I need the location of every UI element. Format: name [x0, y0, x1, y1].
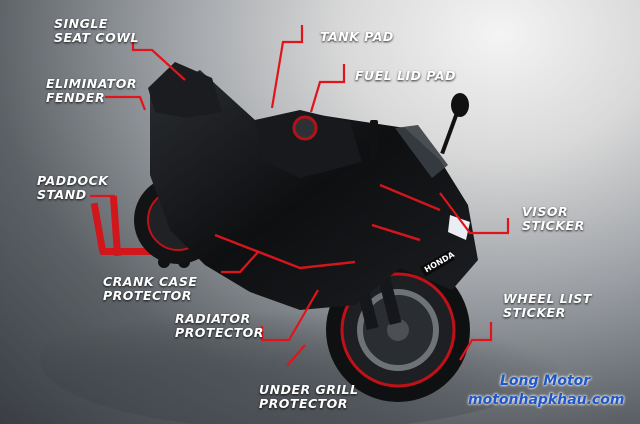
leader-eliminator-fender: [105, 95, 147, 111]
label-paddock-stand: PADDOCK STAND: [37, 173, 109, 202]
label-wheel-list-sticker: WHEEL LIST STICKER: [503, 291, 592, 320]
seat-cowl: [148, 62, 222, 118]
paddock-stand-shape: [90, 195, 190, 268]
leader-crank-case: [221, 251, 259, 274]
leader-wheel-list: [459, 322, 493, 361]
label-eliminator-fender: ELIMINATOR FENDER: [46, 76, 137, 105]
leader-radiator: [260, 289, 319, 342]
label-fuel-lid-pad: FUEL LID PAD: [355, 68, 456, 83]
headlight: [448, 215, 470, 240]
label-under-grill-protector: UNDER GRILL PROTECTOR: [259, 382, 359, 411]
leader-fuel-lid-pad: [309, 64, 346, 113]
watermark-brand: Long Motor: [500, 373, 591, 389]
fairing-body: [150, 70, 478, 310]
fuel-lid: [292, 115, 318, 141]
windscreen: [395, 125, 448, 178]
label-radiator-protector: RADIATOR PROTECTOR: [175, 311, 264, 340]
label-visor-sticker: VISOR STICKER: [522, 204, 585, 233]
leader-single-seat-cowl: [131, 35, 186, 81]
leader-under-grill: [286, 344, 306, 367]
label-crank-case-protector: CRANK CASE PROTECTOR: [103, 274, 198, 303]
red-accent-lines: [214, 183, 441, 270]
mirror-and-bars: [370, 93, 469, 160]
tank: [255, 110, 362, 178]
label-tank-pad: TANK PAD: [320, 29, 394, 44]
watermark-url: motonhapkhau.com: [468, 392, 625, 408]
label-single-seat-cowl: SINGLE SEAT COWL: [54, 16, 139, 45]
side-badge-bg: [419, 250, 455, 277]
leader-tank-pad: [270, 25, 304, 109]
leader-visor-sticker: [439, 192, 510, 235]
leader-lines: [90, 25, 510, 367]
